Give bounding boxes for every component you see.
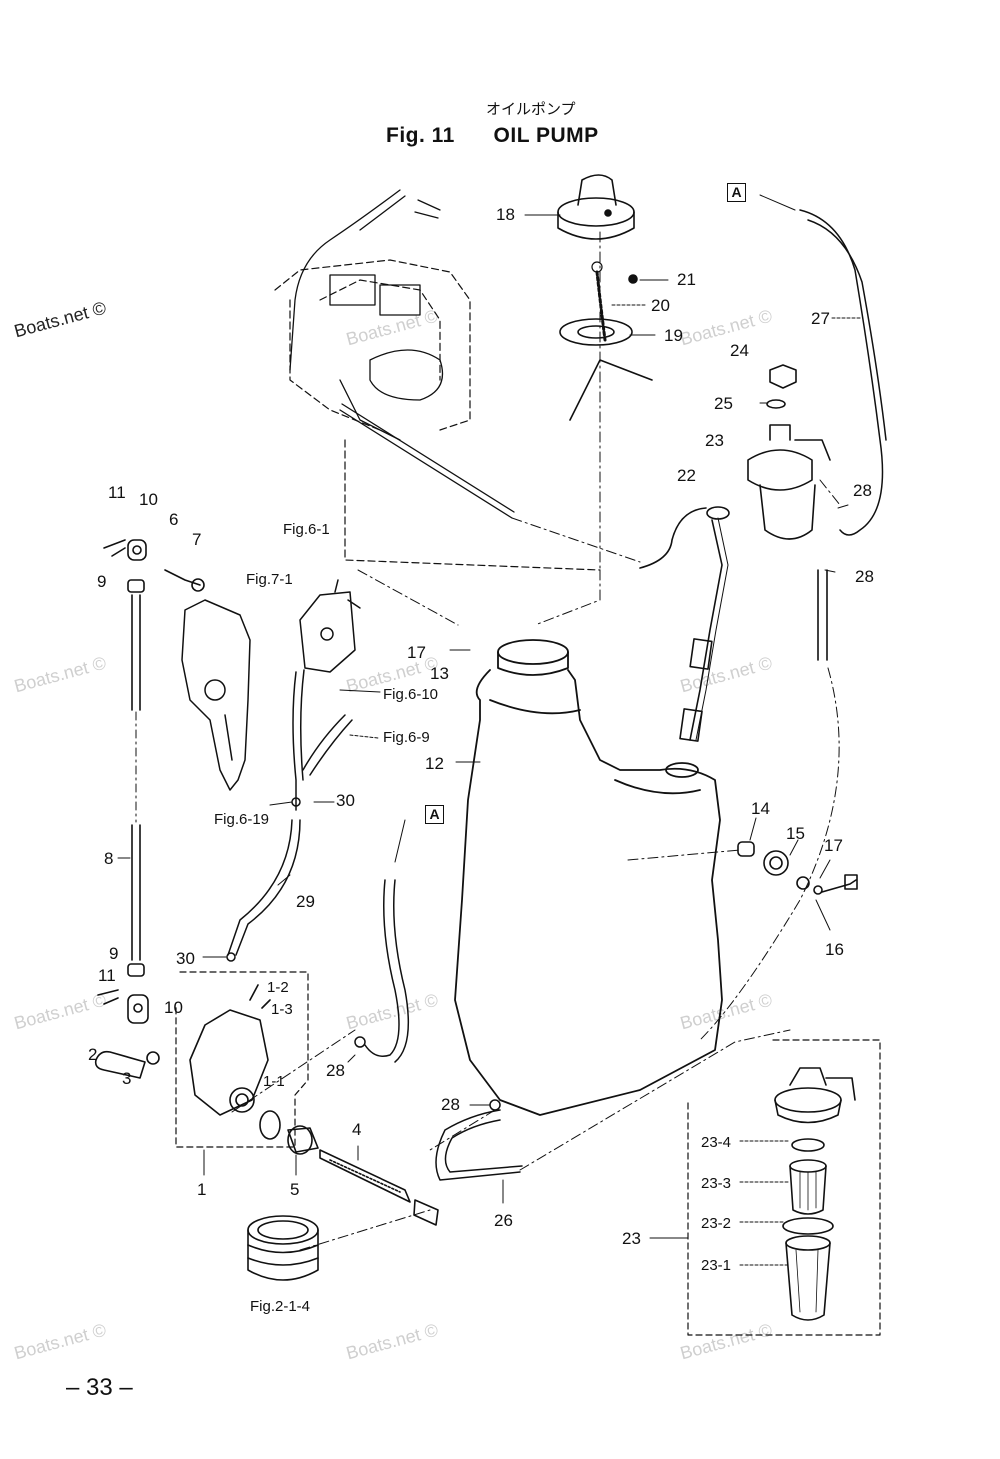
seal-ring-ref [247, 1215, 319, 1281]
part-label: 26 [494, 1211, 513, 1230]
part-label: 30 [176, 949, 195, 968]
leader-lines [231, 231, 841, 1251]
part-label: 22 [677, 466, 696, 485]
japanese-title: オイルポンプ [486, 101, 576, 118]
wire-harness [289, 189, 515, 519]
part-label: 23-3 [701, 1175, 732, 1192]
part-label: 3 [122, 1069, 132, 1088]
fuel-pump-ref [299, 579, 361, 673]
part-label: 19 [664, 326, 683, 345]
part-label: 8 [104, 849, 114, 868]
ref-box-a: A [727, 183, 746, 202]
part-label: 6 [169, 510, 179, 529]
label-leaders [117, 214, 861, 1266]
part-label: 1-1 [263, 1073, 285, 1090]
part-label: 28 [441, 1095, 460, 1114]
part-label: 27 [811, 309, 830, 328]
part-label: 20 [651, 296, 670, 315]
part-label: 10 [164, 998, 183, 1017]
figure-number: Fig. 11 [386, 124, 455, 147]
ref-fig-6-19: Fig.6-19 [214, 811, 270, 828]
part-label: 30 [336, 791, 355, 810]
part-label: 28 [326, 1061, 345, 1080]
engine-block [329, 274, 444, 441]
ref-fig-7-1: Fig.7-1 [246, 571, 293, 588]
part-label: 12 [425, 754, 444, 773]
cap-pin [628, 274, 638, 284]
part-label: 17 [407, 643, 426, 662]
hose-short [817, 569, 828, 661]
drive-shaft [287, 1125, 439, 1226]
oil-filter-upper [747, 364, 831, 540]
cap-wire [569, 359, 653, 421]
part-label: 23-1 [701, 1257, 732, 1274]
ref-box-a: A [425, 805, 444, 824]
part-label: 23 [705, 431, 724, 450]
part-label: 1 [197, 1180, 207, 1199]
filter-exploded-box [687, 1039, 881, 1336]
part-label: 16 [825, 940, 844, 959]
part-label: 28 [853, 481, 872, 500]
part-label: 9 [97, 572, 107, 591]
cap-gasket [559, 318, 633, 346]
part-label: 2 [88, 1045, 98, 1064]
part-label: 23-2 [701, 1215, 732, 1232]
part-label: 1-2 [267, 979, 289, 996]
hose-27 [759, 194, 887, 536]
figure-name: OIL PUMP [493, 124, 599, 147]
oil-tank [454, 639, 723, 1116]
part-label: 7 [192, 530, 202, 549]
part-label: 10 [139, 490, 158, 509]
part-label: 1-3 [271, 1001, 293, 1018]
hose-29 [226, 669, 353, 962]
part-label: 17 [824, 836, 843, 855]
part-label: 23 [622, 1229, 641, 1248]
level-sensor [639, 506, 730, 742]
part-label: 25 [714, 394, 733, 413]
part-label: 5 [290, 1180, 300, 1199]
rod-ends [97, 539, 205, 1024]
part-label: 9 [109, 944, 119, 963]
part-label: 24 [730, 341, 749, 360]
ref-fig-6-1: Fig.6-1 [283, 521, 330, 538]
part-label: 23-4 [701, 1134, 732, 1151]
part-label: 14 [751, 799, 770, 818]
part-label: 11 [108, 483, 126, 502]
tank-fittings [737, 841, 858, 895]
cap-chain [591, 261, 607, 342]
part-label: 28 [855, 567, 874, 586]
oil-cap [557, 174, 635, 240]
figure-title: Fig. 11 OIL PUMP [386, 124, 599, 148]
ref-fig-6-10: Fig.6-10 [383, 686, 439, 703]
part-label: 29 [296, 892, 315, 911]
part-label: 13 [430, 664, 449, 683]
part-label: 4 [352, 1120, 362, 1139]
part-label: 21 [677, 270, 696, 289]
oil-pump-assembly [94, 971, 309, 1148]
part-label: 15 [786, 824, 805, 843]
ref-fig-2-1-4: Fig.2-1-4 [250, 1298, 311, 1315]
part-label: 18 [496, 205, 515, 224]
part-label: 11 [98, 966, 116, 985]
control-rod [127, 579, 145, 977]
bracket-ref [181, 599, 251, 791]
page-number: – 33 – [66, 1374, 133, 1401]
ref-fig-6-9: Fig.6-9 [383, 729, 430, 746]
hose-a [354, 819, 410, 1063]
